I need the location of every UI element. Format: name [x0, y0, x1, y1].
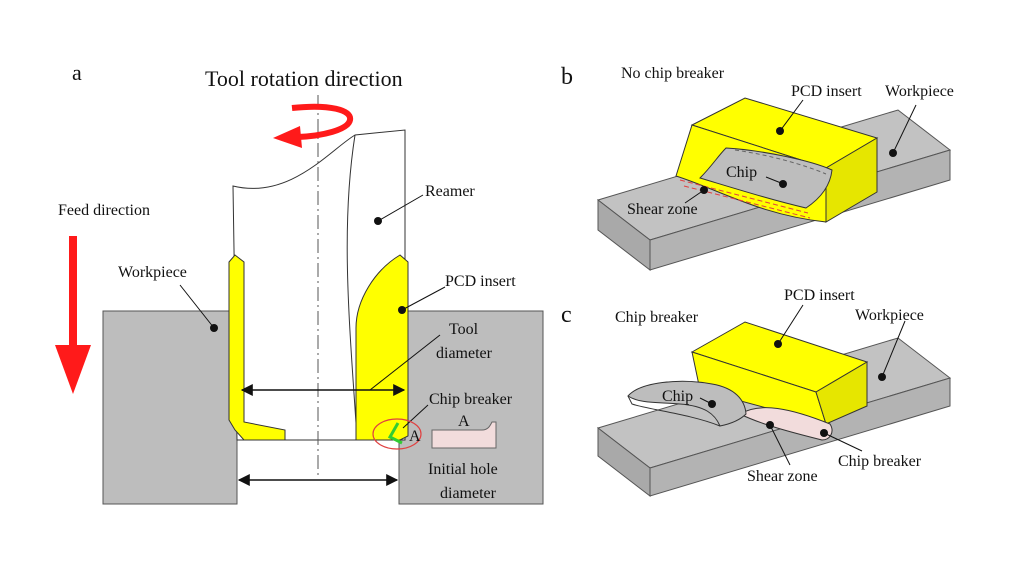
- feed-arrow-shaft: [69, 236, 77, 346]
- reamer-leader: [377, 194, 424, 222]
- chip-breaker-label-a: Chip breaker: [429, 391, 513, 408]
- chip-leader-b: [765, 176, 782, 184]
- detail-a-inset: [431, 421, 497, 449]
- pcd-leader-dot-c: [774, 340, 782, 348]
- chip-b: [699, 147, 833, 209]
- chip-breaker-leader-c: [823, 432, 863, 452]
- pcd-leader-c: [777, 304, 804, 345]
- chip-breaker-leader-dot-c: [820, 429, 828, 437]
- workpiece-left-block: [102, 310, 238, 505]
- workpiece-leader-dot: [210, 324, 218, 332]
- workpiece-leader-dot-c: [878, 373, 886, 381]
- shear-leader-dot-c: [766, 421, 774, 429]
- workpiece-right-block: [398, 310, 544, 505]
- chip-c-underside: [627, 395, 721, 427]
- reamer-leader-dot: [374, 217, 382, 225]
- hole-diameter-label-line2: diameter: [440, 485, 497, 502]
- pcd-leader-dot: [398, 306, 406, 314]
- hole-diameter-label-line1: Initial hole: [428, 461, 498, 478]
- tool-diameter-leader: [369, 334, 441, 391]
- chip-label-c: Chip: [662, 388, 693, 405]
- feed-label: Feed direction: [58, 202, 150, 219]
- workpiece-leader: [179, 284, 215, 329]
- chip-breaker-detail-circle: [372, 418, 422, 450]
- panel-a-letter: a: [72, 60, 82, 85]
- shear-leader-dot-b: [700, 186, 708, 194]
- panel-a: a Tool rotation direction Feed direction…: [55, 60, 544, 505]
- chip-leader-dot-c: [708, 400, 716, 408]
- pcd-leader: [401, 286, 446, 311]
- chip-breaker-groove-c: [738, 407, 833, 441]
- shear-leader-c: [769, 424, 791, 466]
- rotation-arrow: [291, 103, 353, 140]
- pcd-label-b: PCD insert: [791, 83, 862, 100]
- pcd-insert-b-side: [825, 137, 878, 223]
- chip-b-edge: [734, 149, 827, 175]
- reamer-flute-line: [346, 134, 358, 439]
- reamer-label: Reamer: [425, 183, 475, 200]
- pcd-leader-dot-b: [776, 127, 784, 135]
- shear-label-c: Shear zone: [747, 468, 818, 485]
- workpiece-leader-dot-b: [889, 149, 897, 157]
- chip-breaker-label-c: Chip breaker: [838, 453, 922, 470]
- workpiece-label-b: Workpiece: [885, 83, 954, 100]
- chip-c: [627, 380, 747, 427]
- pcd-insert-c-side: [815, 361, 868, 425]
- workpiece-label-c: Workpiece: [855, 307, 924, 324]
- detail-marker-a: A: [409, 428, 421, 445]
- tool-diameter-label-line2: diameter: [436, 345, 493, 362]
- pcd-label-c: PCD insert: [784, 287, 855, 304]
- workpiece-leader-b: [892, 104, 917, 154]
- workpiece-leader-c: [881, 320, 906, 378]
- chip-leader-dot-b: [779, 180, 787, 188]
- shear-label-b: Shear zone: [627, 201, 698, 218]
- pcd-leader-b: [779, 99, 804, 132]
- feed-arrow-head: [55, 345, 91, 394]
- panel-c-letter: c: [561, 302, 572, 328]
- chip-breaker-green-mark: [387, 422, 403, 445]
- rotation-arrowhead: [273, 126, 302, 148]
- shear-zone-b-line2: [683, 185, 811, 219]
- chip-breaker-leader: [402, 404, 429, 429]
- panel-b-letter: b: [561, 64, 573, 90]
- workpiece-label-a: Workpiece: [118, 264, 187, 281]
- detail-inset-label: A: [458, 413, 470, 430]
- panel-b: b No chip breaker PCD insert Workpiece C…: [561, 64, 954, 272]
- panel-c-title: Chip breaker: [615, 309, 699, 326]
- panel-c: c Chip breaker PCD insert Workpiece Chip…: [561, 287, 952, 498]
- panel-b-title: No chip breaker: [621, 65, 725, 82]
- shear-zone-b-line1: [679, 179, 809, 214]
- tool-diameter-label-line1: Tool: [449, 321, 479, 338]
- chip-label-b: Chip: [726, 164, 757, 181]
- rotation-label: Tool rotation direction: [205, 66, 403, 91]
- pcd-label-a: PCD insert: [445, 273, 516, 290]
